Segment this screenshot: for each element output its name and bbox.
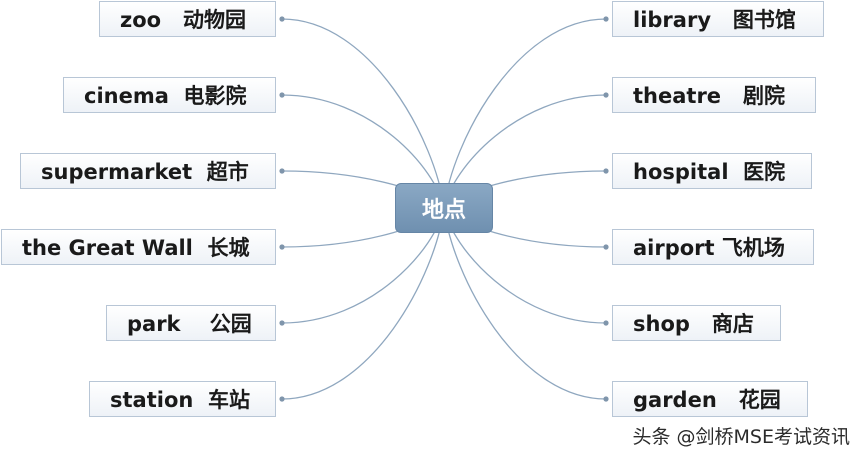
left-connector-3-dot [279, 244, 285, 250]
left-connector-5-dot [279, 396, 285, 402]
left-connector-5 [281, 207, 445, 400]
left-connector-1-dot [279, 92, 285, 98]
node-garden: garden 花园 [612, 381, 808, 417]
node-library: library 图书馆 [612, 1, 824, 37]
left-connector-2-dot [279, 168, 285, 174]
node-theatre: theatre 剧院 [612, 77, 816, 113]
node-zoo: zoo 动物园 [99, 1, 276, 37]
node-supermarket: supermarket 超市 [20, 153, 276, 189]
node-hospital: hospital 医院 [612, 153, 812, 189]
node-airport: airport 飞机场 [612, 229, 814, 265]
left-connector-0 [281, 18, 445, 209]
left-connector-4-dot [279, 320, 285, 326]
node-park: park 公园 [106, 305, 276, 341]
center-node: 地点 [395, 183, 493, 233]
right-connector-5-dot [603, 396, 609, 402]
right-connector-3-dot [603, 244, 609, 250]
right-connector-2-dot [603, 168, 609, 174]
right-connector-0-dot [603, 16, 609, 22]
node-shop: shop 商店 [612, 305, 781, 341]
right-connector-4-dot [603, 320, 609, 326]
node-great-wall: the Great Wall 长城 [1, 229, 276, 265]
node-cinema: cinema 电影院 [63, 77, 276, 113]
watermark: 头条 @剑桥MSE考试资讯 [632, 426, 851, 448]
node-station: station 车站 [89, 381, 276, 417]
left-connector-0-dot [279, 16, 285, 22]
right-connector-5 [443, 207, 607, 400]
right-connector-0 [443, 18, 607, 209]
right-connector-1-dot [603, 92, 609, 98]
